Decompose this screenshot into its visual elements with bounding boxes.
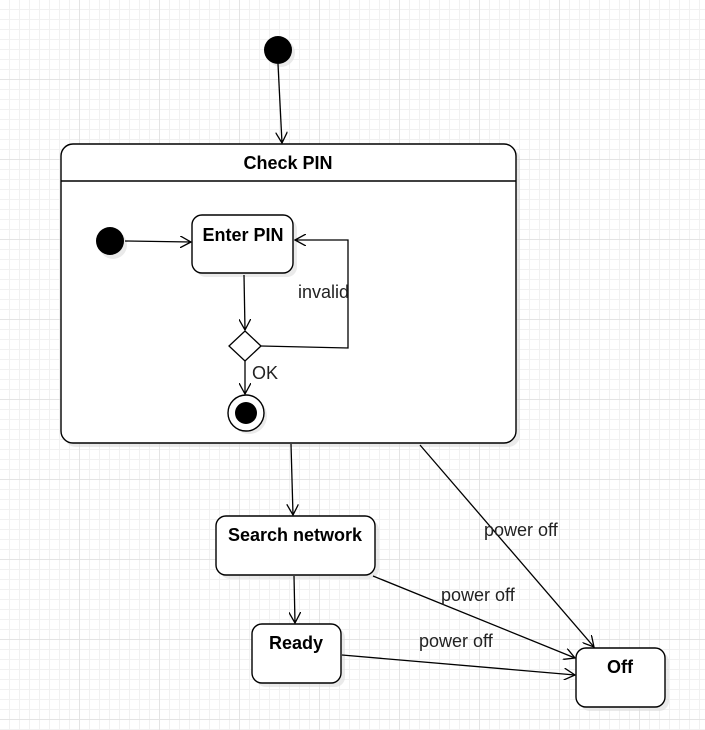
transition-inner-initial-to-enter-pin[interactable] <box>124 241 191 242</box>
state-ready-label: Ready <box>269 633 323 653</box>
transition-search-network-power-off[interactable] <box>372 575 575 658</box>
transition-ready-power-off[interactable] <box>341 654 575 675</box>
transition-enter-pin-to-decision[interactable] <box>244 274 245 330</box>
initial-node-outer[interactable] <box>264 36 295 67</box>
initial-node-inner[interactable] <box>96 227 127 259</box>
final-node-inner[interactable] <box>227 394 267 434</box>
transition-check-pin-power-off[interactable] <box>419 444 594 647</box>
state-enter-pin[interactable]: Enter PIN <box>191 214 297 277</box>
state-search-network[interactable]: Search network <box>215 515 379 579</box>
composite-state-title: Check PIN <box>243 153 332 173</box>
transition-search-network-to-ready[interactable] <box>294 575 295 623</box>
transition-check-pin-to-search-network[interactable] <box>291 443 293 515</box>
transition-label-ok: OK <box>252 363 278 383</box>
state-search-network-label: Search network <box>228 525 363 545</box>
transition-label-power-off-ready: power off <box>419 631 494 651</box>
transition-label-power-off-check-pin: power off <box>484 520 559 540</box>
transition-label-invalid: invalid <box>298 282 349 302</box>
state-off[interactable]: Off <box>575 647 669 711</box>
transition-label-power-off-search: power off <box>441 585 516 605</box>
state-enter-pin-label: Enter PIN <box>202 225 283 245</box>
transition-invalid[interactable] <box>260 240 349 349</box>
composite-state-check-pin[interactable]: Check PIN <box>60 143 520 447</box>
transition-initial-to-check-pin[interactable] <box>278 63 282 143</box>
state-off-label: Off <box>607 657 634 677</box>
state-ready[interactable]: Ready <box>251 623 345 687</box>
